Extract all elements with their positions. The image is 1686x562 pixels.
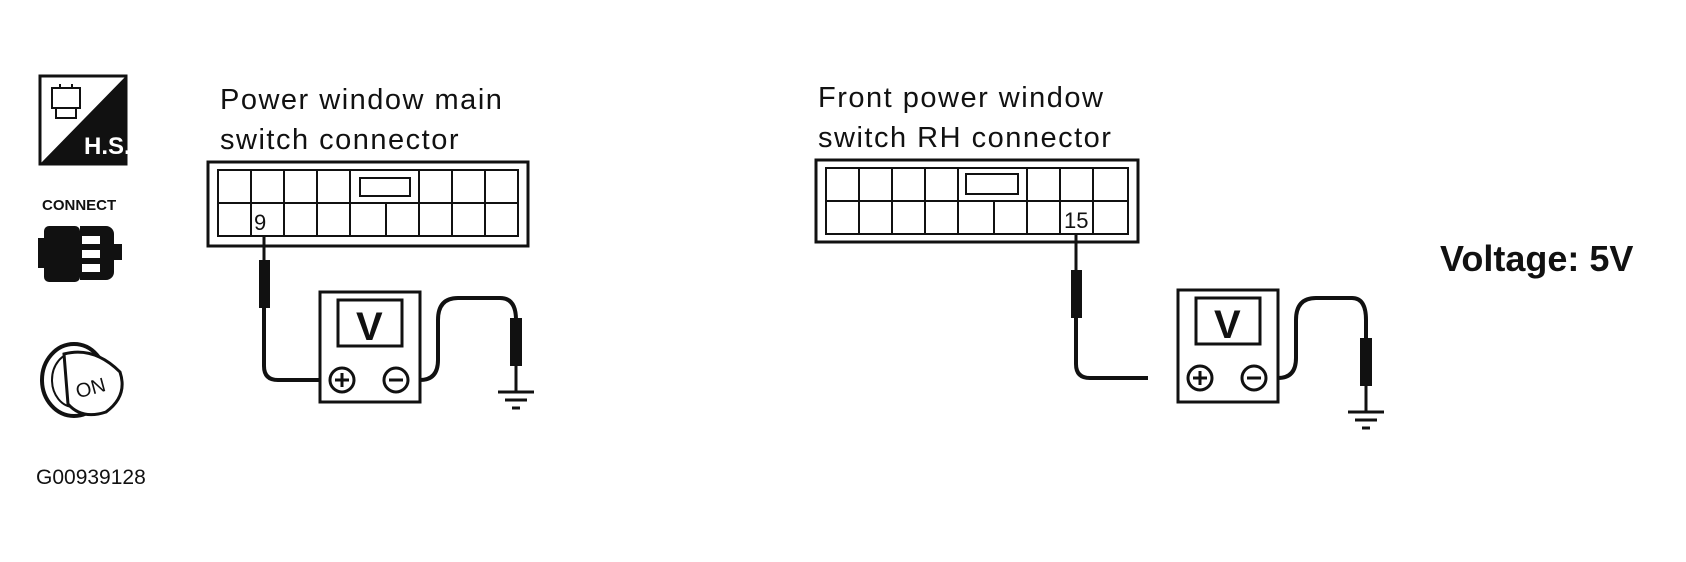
voltage-result: Voltage: 5V: [1440, 238, 1634, 279]
harness-side-icon: H.S.: [38, 74, 128, 166]
left-measurement-diagram: 9 V: [206, 160, 534, 410]
figure-id: G00939128: [36, 466, 146, 489]
left-connector-caption-line2: switch connector: [220, 124, 460, 156]
right-meter-assembly: V: [1176, 288, 1384, 430]
left-connector: 9: [206, 160, 530, 248]
left-test-wires: [259, 236, 522, 392]
left-ground-symbol: [498, 390, 534, 410]
right-test-wires: [1071, 234, 1148, 380]
connect-icon-group: CONNECT: [36, 196, 136, 292]
left-meter-label: V: [356, 305, 383, 349]
right-meter-label: V: [1214, 303, 1241, 347]
harness-side-badge: H.S.: [84, 133, 128, 160]
left-voltmeter: V: [318, 290, 422, 404]
ignition-key-icon: ON: [40, 342, 124, 418]
right-measurement-diagram: 15: [814, 158, 1148, 380]
right-terminal-number: 15: [1064, 208, 1088, 233]
right-connector: 15: [814, 158, 1140, 244]
left-terminal-number: 9: [254, 210, 266, 235]
right-connector-caption-line2: switch RH connector: [818, 122, 1113, 154]
connect-label: CONNECT: [42, 197, 116, 214]
right-connector-caption-line1: Front power window: [818, 82, 1105, 114]
left-connector-caption-line1: Power window main: [220, 84, 504, 116]
connector-plug-icon: [38, 226, 122, 282]
